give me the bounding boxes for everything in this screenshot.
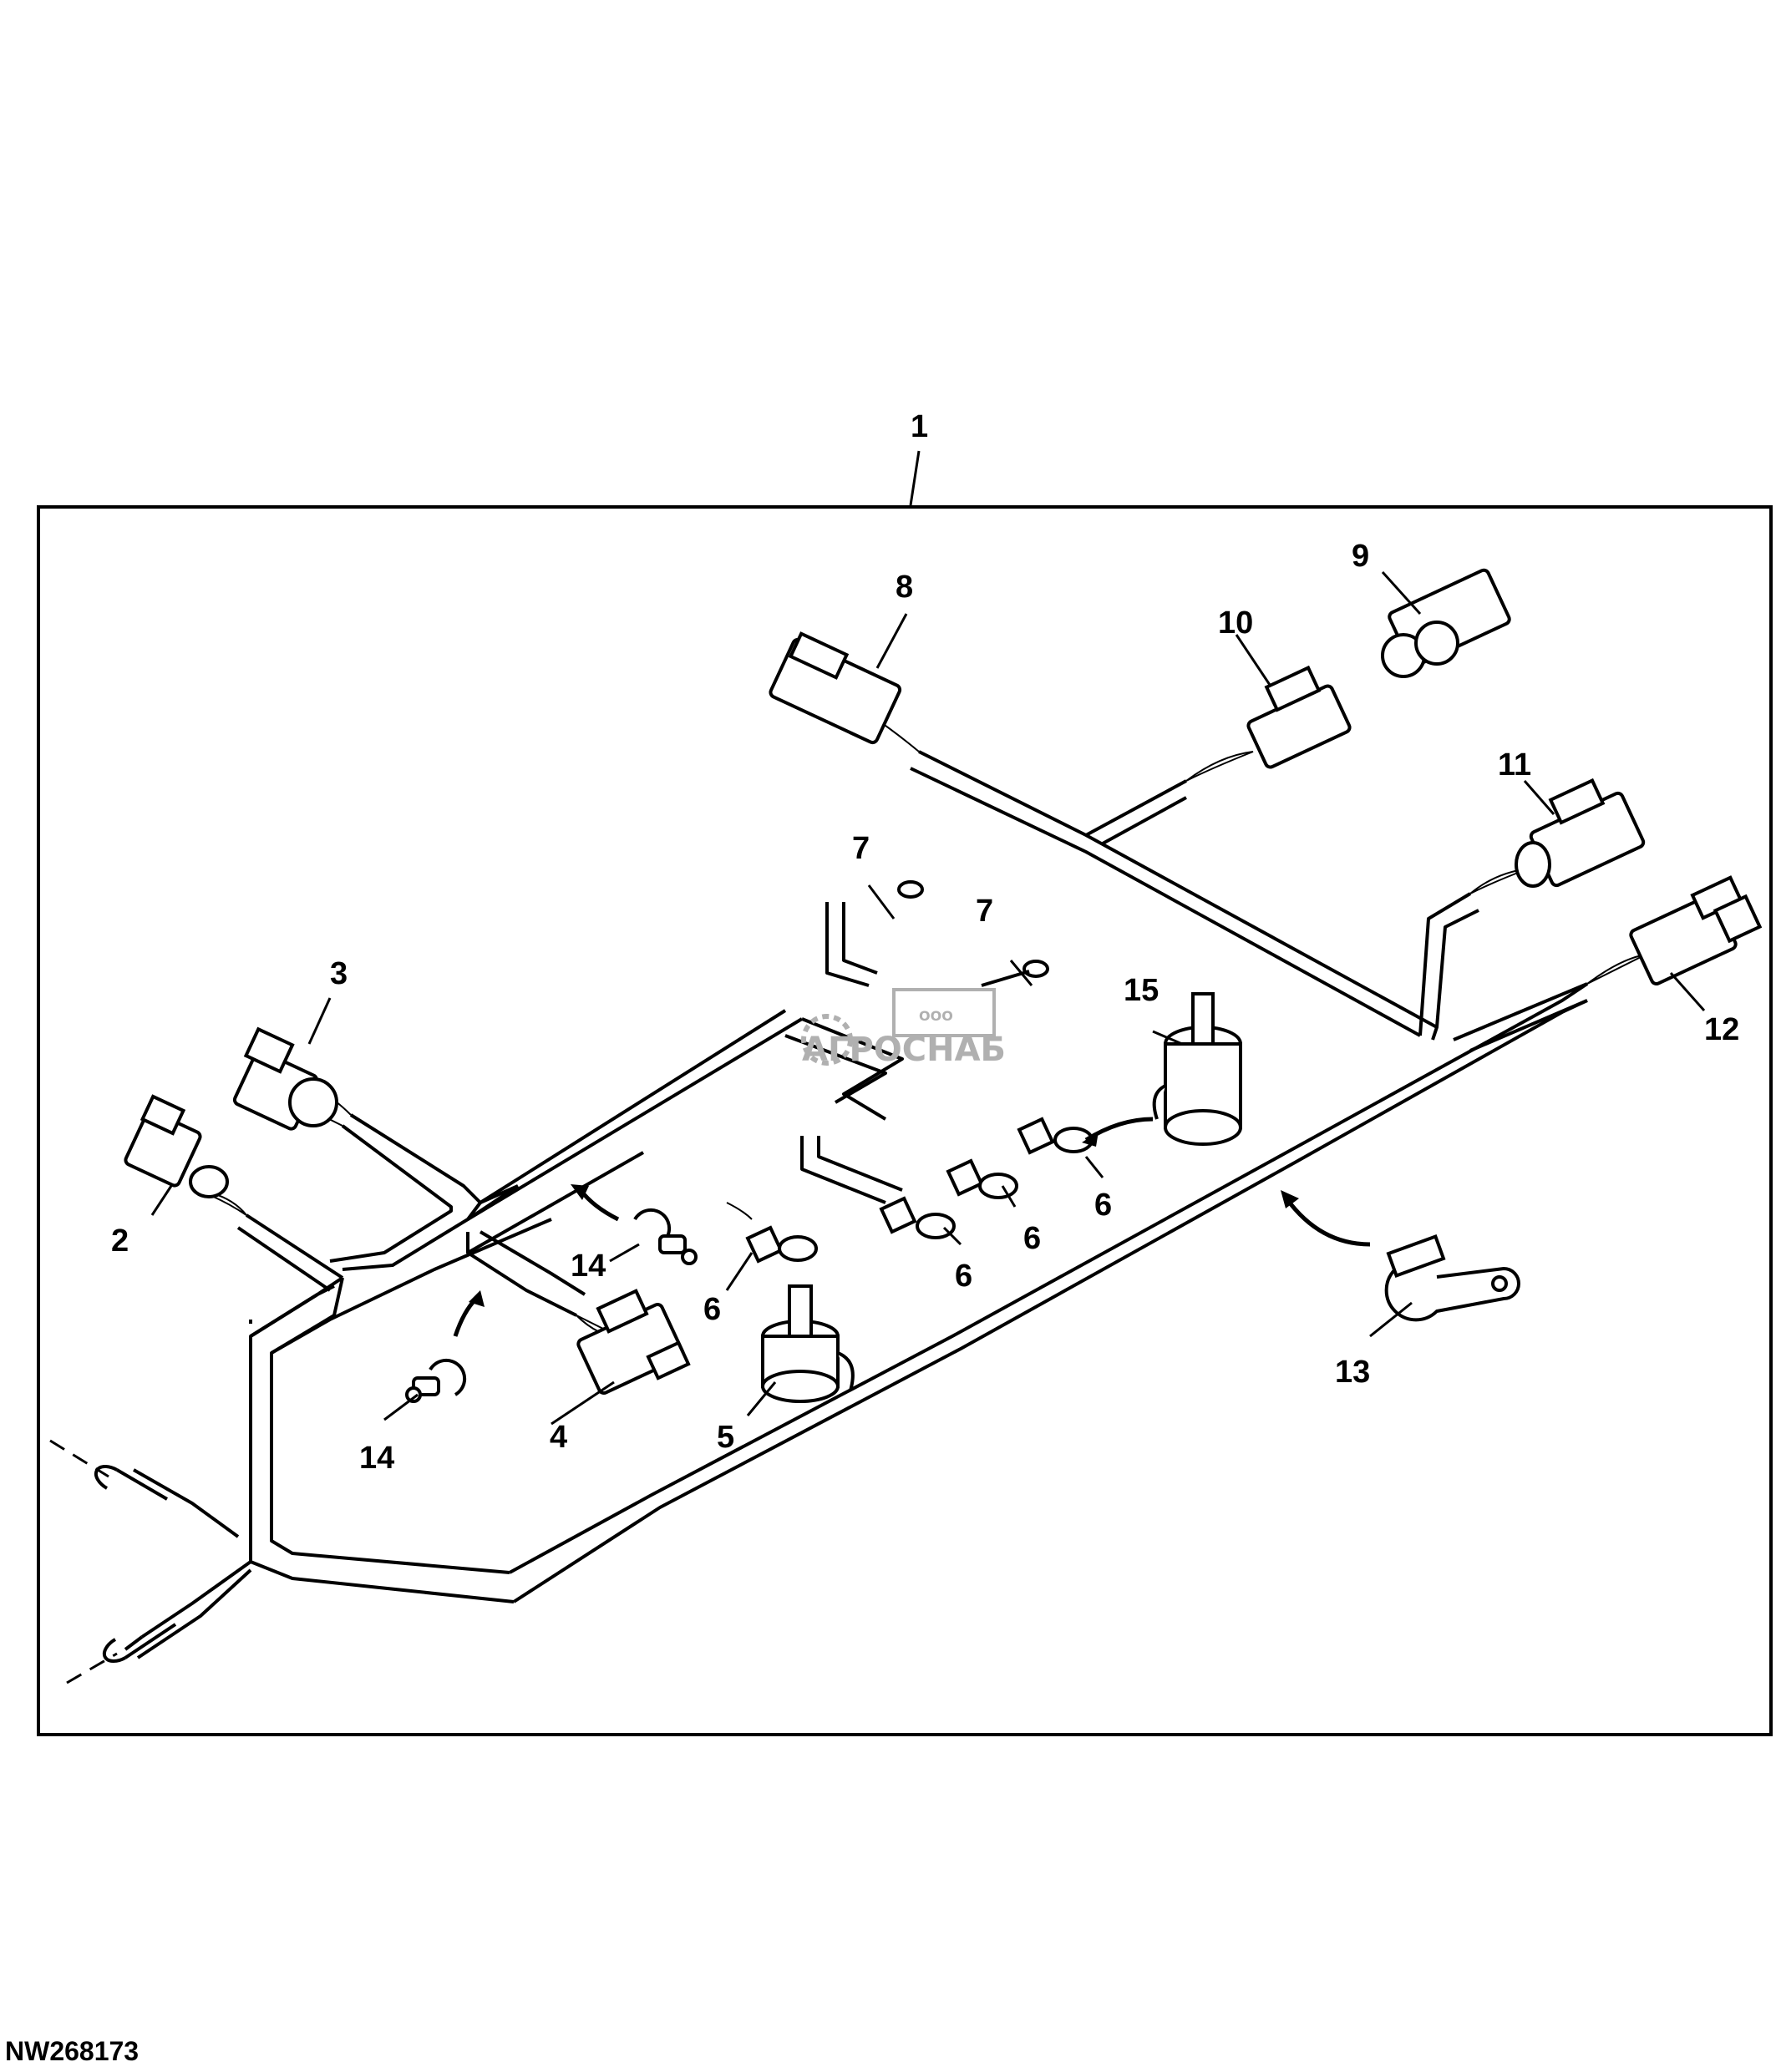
connector-4 [576,1289,691,1395]
callout-5: 5 [717,1420,734,1455]
callout-6b: 6 [955,1259,972,1294]
callout-7a: 7 [852,831,870,866]
clip-14-right [633,1208,698,1265]
callout-8: 8 [896,570,913,605]
connector-2 [124,1094,229,1198]
callout-14b: 14 [359,1441,394,1476]
callout-15: 15 [1124,973,1159,1008]
callout-4: 4 [550,1420,567,1455]
ring-terminals [745,880,1094,1264]
callout-10: 10 [1218,605,1253,641]
harness-branches-right [784,750,1588,1204]
connector-9 [1381,568,1511,678]
connector-12 [1629,875,1763,985]
sensor-15 [1152,992,1242,1146]
callout-1: 1 [911,409,928,444]
callout-9: 9 [1352,539,1369,574]
figure-id: NW268173 [5,2036,140,2066]
harness-dashed-leads [49,1439,118,1684]
watermark-name: АГРОСНАБ [802,1031,1006,1069]
callout-11: 11 [1498,747,1531,783]
assembly-arrows [453,1117,1371,1337]
clip-14-left [405,1358,467,1403]
callout-6c: 6 [1023,1221,1041,1256]
callout-12: 12 [1704,1012,1739,1047]
arrow-heads [469,1132,1299,1307]
clamp-13 [1384,1234,1520,1322]
harness-branches-left [236,1009,804,1355]
callout-14a: 14 [571,1249,606,1284]
connector-11 [1515,778,1646,888]
callout-6d: 6 [1094,1188,1112,1223]
harvester-icon [892,988,996,1037]
callout-labels: 1 2 3 4 5 6 6 6 6 7 7 8 9 10 11 12 13 14… [111,409,1739,1476]
connector-10 [1246,665,1352,769]
wiring-harness-diagram: ООО АГРОСНАБ 1 2 3 4 5 6 6 6 6 7 7 8 9 1… [37,409,1773,1736]
callout-leaders [150,450,1706,1426]
connector-8 [769,631,902,745]
callout-7b: 7 [976,894,993,929]
callout-2: 2 [111,1223,129,1259]
callout-3: 3 [330,956,348,991]
callout-6a: 6 [703,1292,721,1327]
watermark-small: ООО [919,1008,953,1024]
callout-13: 13 [1335,1355,1370,1390]
connector-3 [232,1026,338,1131]
gear-icon [801,1014,853,1066]
diagram-frame [37,505,1773,1736]
watermark: ООО АГРОСНАБ [801,988,1006,1069]
sensor-5 [761,1284,855,1403]
